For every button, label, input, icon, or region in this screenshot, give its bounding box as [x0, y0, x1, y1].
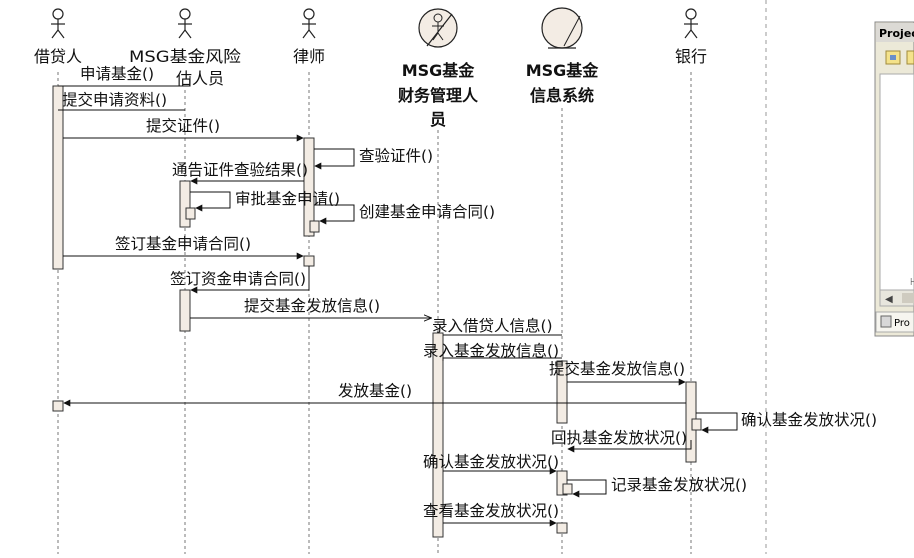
actor-label-line2: 信息系统 [530, 86, 594, 105]
message-label: 提交证件() [146, 117, 220, 135]
message-label: 确认基金发放状况() [423, 453, 559, 471]
message-9[interactable]: 签订资金申请合同() [170, 266, 310, 294]
message-label: 录入基金发放信息() [423, 342, 559, 360]
actor-borrower[interactable]: 借贷人 [34, 8, 82, 66]
scroll-left-icon[interactable]: ◀ [885, 294, 893, 305]
activation-lawyer[interactable] [303, 137, 315, 237]
activation-system-self[interactable] [562, 483, 573, 495]
message-label: 查验证件() [359, 147, 433, 165]
actor-label-line2: 估人员 [176, 69, 224, 88]
actor-label: 律师 [293, 47, 325, 66]
project-tree-area[interactable] [879, 73, 914, 291]
message-12[interactable]: 录入基金发放信息() [423, 334, 562, 361]
message-17[interactable]: 确认基金发放状况() [423, 453, 559, 475]
message-label: 提交基金发放信息() [549, 360, 685, 378]
message-5[interactable]: 通告证件查验结果() [172, 161, 308, 185]
message-line [567, 479, 607, 498]
message-11[interactable]: 录入借贷人信息() [432, 317, 553, 335]
message-line [314, 148, 355, 170]
activation-risk[interactable] [179, 180, 191, 228]
activation-bank-self[interactable] [691, 418, 702, 431]
message-2[interactable]: 提交申请资料() [58, 91, 185, 111]
message-label: 提交申请资料() [62, 91, 167, 109]
project-panel[interactable]: Project ⊢ ◀ Pro [874, 21, 914, 337]
activation-lawyer-self[interactable] [309, 220, 320, 233]
project-tab-label: Pro [894, 318, 910, 329]
actor-stick-icon [178, 8, 192, 39]
message-label: 通告证件查验结果() [172, 161, 308, 179]
actor-risk[interactable]: MSG基金风险 估人员 [129, 8, 241, 88]
message-label: 创建基金申请合同() [359, 203, 495, 221]
message-8[interactable]: 签订基金申请合同() [63, 235, 304, 260]
actor-stick-icon [684, 8, 698, 39]
message-label: 审批基金申请() [235, 190, 340, 208]
activation-risk-contract[interactable] [179, 289, 191, 332]
message-label: 提交基金发放信息() [244, 297, 380, 315]
actor-label-line1: MSG基金风险 [129, 47, 241, 66]
message-label: 签订资金申请合同() [170, 270, 306, 288]
message-10[interactable]: 提交基金发放信息() [190, 297, 431, 318]
actor-lawyer[interactable]: 律师 [293, 8, 325, 66]
activation-system-record[interactable] [556, 470, 568, 496]
activation-risk-self[interactable] [185, 207, 196, 220]
message-13[interactable]: 提交基金发放信息() [549, 360, 686, 386]
message-16[interactable]: 回执基金发放状况() [551, 429, 692, 453]
actor-label: 借贷人 [34, 47, 82, 66]
actor-stick-icon [302, 8, 316, 39]
entity-object-icon [541, 7, 583, 49]
control-object-icon [418, 8, 458, 48]
activation-finance[interactable] [432, 332, 444, 538]
scrollbar-thumb[interactable] [902, 293, 914, 303]
message-label: 确认基金发放状况() [741, 411, 877, 429]
message-18[interactable]: 记录基金发放状况() [567, 476, 747, 498]
toolbar-icon-a[interactable] [885, 50, 901, 65]
actor-system[interactable]: MSG基金 信息系统 [526, 7, 600, 105]
actor-finance[interactable]: MSG基金 财务管理人 员 [397, 8, 479, 129]
message-1[interactable]: 申请基金() [58, 65, 191, 87]
message-line [314, 204, 355, 225]
message-14[interactable]: 发放基金() [63, 382, 686, 407]
message-line [58, 76, 191, 87]
activation-borrower[interactable] [52, 85, 64, 270]
actor-label-line2: 财务管理人 [397, 86, 479, 105]
actor-label: 银行 [675, 47, 707, 66]
activation-borrower-receive[interactable] [52, 400, 64, 412]
message-line [696, 412, 738, 434]
message-line [567, 440, 692, 453]
message-label: 回执基金发放状况() [551, 429, 687, 447]
message-line [442, 357, 562, 361]
message-7[interactable]: 创建基金申请合同() [314, 203, 495, 225]
tree-expander-icon[interactable]: ⊢ [910, 277, 914, 288]
message-label: 记录基金发放状况() [611, 476, 747, 494]
message-19[interactable]: 查看基金发放状况() [423, 502, 559, 527]
project-panel-header [876, 23, 914, 42]
actor-bank[interactable]: 银行 [675, 8, 707, 66]
activation-system-view[interactable] [556, 522, 568, 534]
message-label: 申请基金() [80, 65, 154, 83]
actor-label-line3: 员 [430, 110, 446, 129]
message-6[interactable]: 审批基金申请() [190, 190, 340, 212]
message-label: 录入借贷人信息() [432, 317, 553, 335]
project-panel-title: Project [879, 27, 914, 40]
message-label: 签订基金申请合同() [115, 235, 251, 253]
message-line [190, 266, 310, 294]
message-label: 查看基金发放状况() [423, 502, 559, 520]
message-4[interactable]: 查验证件() [314, 147, 433, 170]
message-15[interactable]: 确认基金发放状况() [696, 411, 877, 434]
activation-lawyer-sign[interactable] [303, 255, 315, 267]
toolbar-icon-b[interactable] [906, 50, 914, 65]
activation-system[interactable] [556, 360, 568, 424]
message-label: 发放基金() [338, 382, 412, 400]
actor-label-line1: MSG基金 [402, 61, 476, 80]
message-3[interactable]: 提交证件() [63, 117, 304, 142]
project-tab-icon [880, 315, 892, 328]
actor-stick-icon [51, 8, 65, 39]
actor-label-line1: MSG基金 [526, 61, 600, 80]
message-line [190, 191, 231, 212]
